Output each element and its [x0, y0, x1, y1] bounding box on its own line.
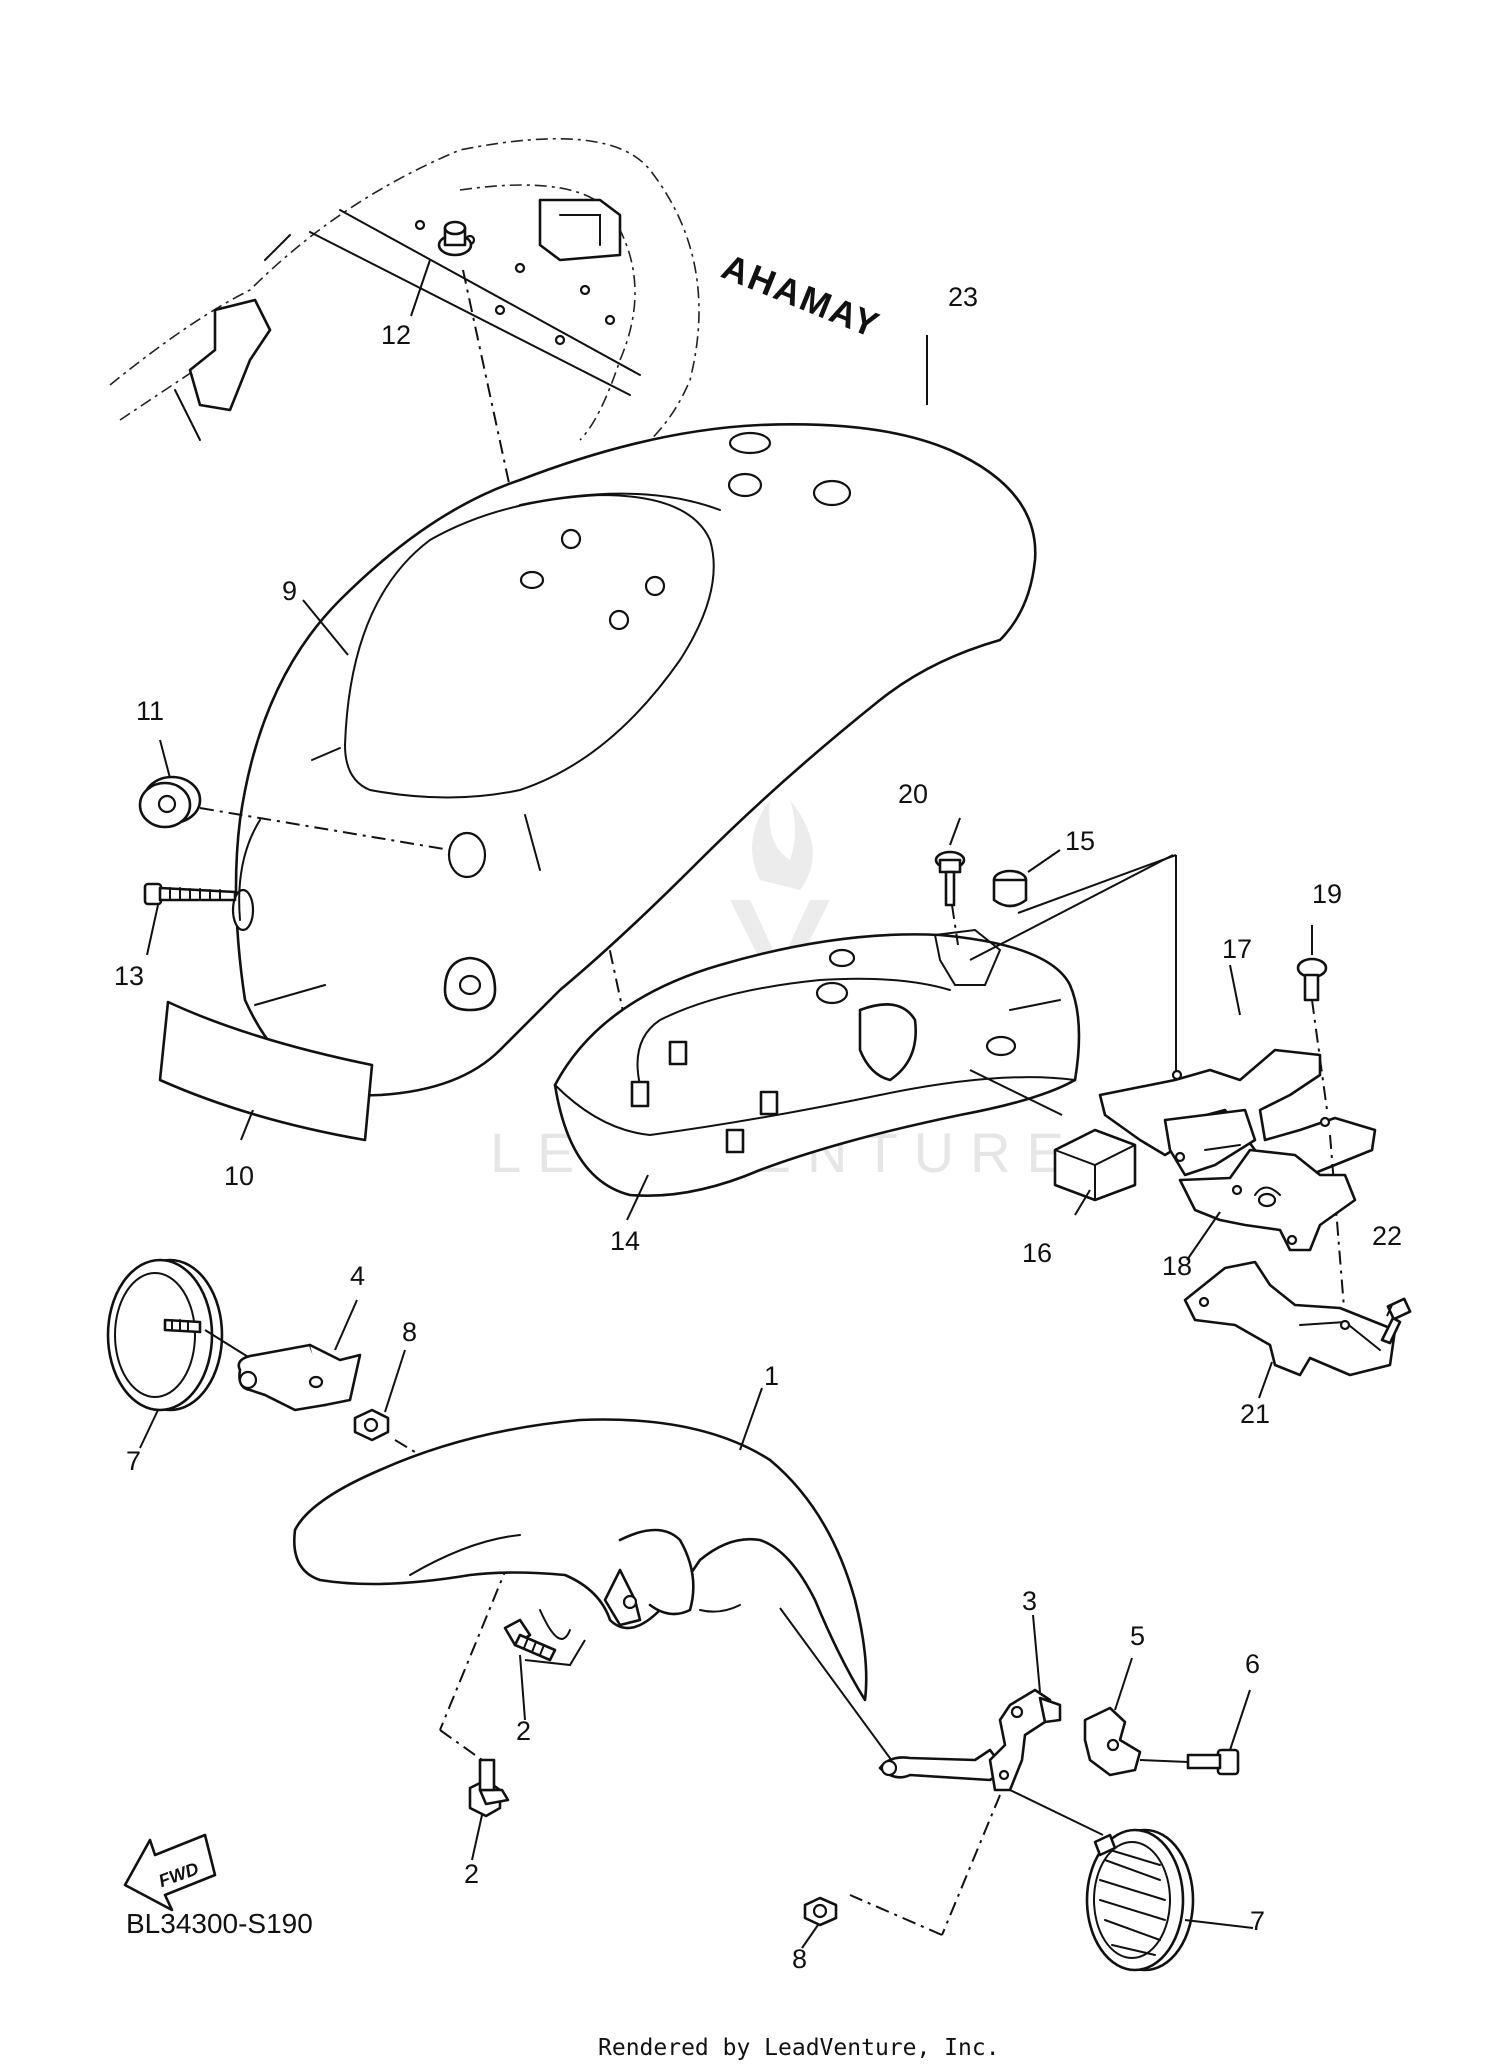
part-7-right-reflector — [1085, 1828, 1195, 1972]
part-16-block — [1053, 1128, 1137, 1202]
callout-13: 13 — [114, 961, 144, 991]
fwd-arrow-icon: FWD — [123, 1833, 217, 1912]
callout-8: 8 — [792, 1944, 807, 1974]
callout-14: 14 — [610, 1226, 640, 1256]
callout-15: 15 — [1065, 826, 1095, 856]
part-1-front-fender — [293, 1418, 868, 1702]
callout-2: 2 — [516, 1716, 531, 1746]
part-10-reflector-strip — [158, 1000, 374, 1142]
part-3-stay — [878, 1688, 1062, 1792]
callout-1: 1 — [764, 1361, 779, 1391]
diagram-code: BL34300-S190 — [126, 1908, 313, 1939]
callout-5: 5 — [1130, 1621, 1145, 1651]
part-15-nut — [992, 869, 1028, 908]
part-12-nut — [437, 220, 473, 257]
callout-leaders — [139, 259, 1393, 1949]
callout-12: 12 — [381, 320, 411, 350]
callout-2: 2 — [464, 1859, 479, 1889]
callout-21: 21 — [1240, 1399, 1270, 1429]
part-9-rear-fender — [231, 422, 1037, 1097]
part-6-bolt — [1186, 1748, 1240, 1776]
part-8-nut-lower — [803, 1896, 838, 1927]
callout-7: 7 — [126, 1446, 141, 1476]
part-14-inner-fender — [553, 928, 1081, 1197]
callout-16: 16 — [1022, 1238, 1052, 1268]
callout-20: 20 — [898, 779, 928, 809]
part-13-bolt — [143, 882, 237, 906]
callout-23: 23 — [948, 282, 978, 312]
callout-18: 18 — [1162, 1251, 1192, 1281]
frame-ghost-outline — [109, 138, 700, 471]
callout-10: 10 — [224, 1161, 254, 1191]
callout-3: 3 — [1022, 1586, 1037, 1616]
part-21-lower-bracket — [1183, 1260, 1397, 1377]
part-11-grommet — [138, 775, 202, 829]
part-7-left-reflector — [106, 1258, 224, 1412]
stud-bolts — [630, 1040, 779, 1154]
callout-11: 11 — [136, 696, 164, 726]
part-23-yamaha-decal: YAMAHA — [714, 245, 884, 345]
part-18-plate — [1178, 1148, 1357, 1252]
callout-17: 17 — [1222, 934, 1252, 964]
part-2-bolt-upper — [503, 1618, 557, 1662]
callout-6: 6 — [1245, 1649, 1260, 1679]
part-4-bracket — [237, 1343, 362, 1412]
part-5-bracket — [1083, 1706, 1142, 1777]
callout-7: 7 — [1250, 1906, 1265, 1936]
callout-4: 4 — [350, 1261, 365, 1291]
part-2-bolt-lower — [468, 1758, 510, 1818]
part-20-bolt — [934, 850, 966, 907]
part-8-nut-upper — [353, 1408, 390, 1442]
render-footer: Rendered by LeadVenture, Inc. — [598, 2035, 1000, 2061]
callout-8: 8 — [402, 1317, 417, 1347]
part-19-screw — [1296, 957, 1328, 1002]
callout-22: 22 — [1372, 1221, 1402, 1251]
part-17-bracket — [1098, 1048, 1377, 1177]
callout-numbers: 1 2 2 3 4 5 6 7 7 8 8 9 10 11 12 13 14 1… — [114, 282, 1402, 1974]
callout-19: 19 — [1312, 879, 1342, 909]
callout-9: 9 — [282, 576, 297, 606]
decal-text: YAMAHA — [714, 245, 884, 345]
part-22-bolt — [1380, 1297, 1412, 1345]
